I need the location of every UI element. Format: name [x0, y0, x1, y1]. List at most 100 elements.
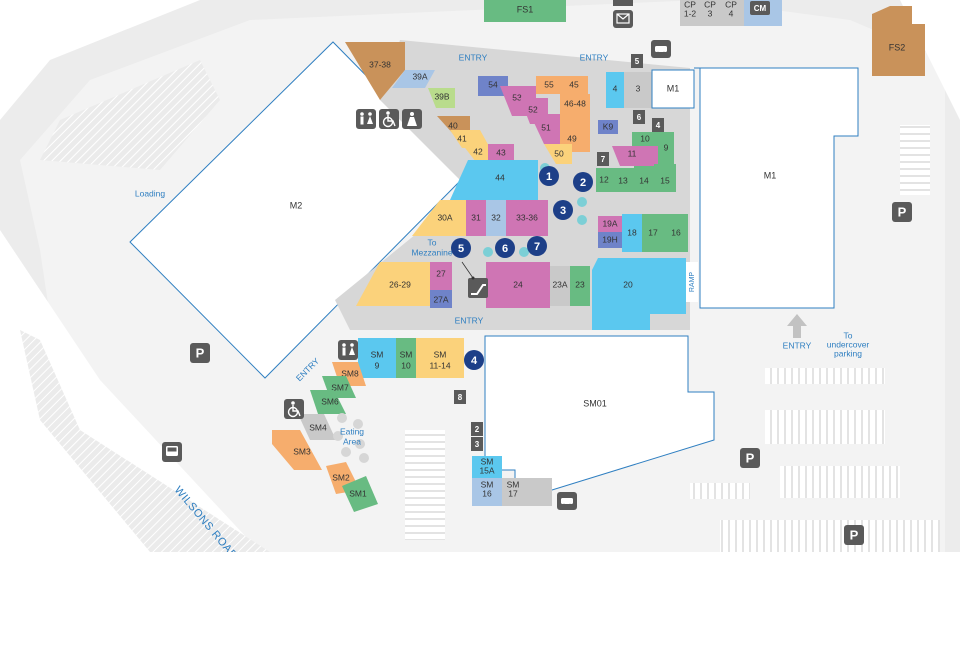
unit-label: 16 [482, 488, 492, 498]
marker-7[interactable]: 7 [527, 236, 547, 256]
unit-14[interactable] [634, 166, 654, 192]
marker-label: 6 [502, 243, 508, 255]
parking-icon[interactable]: P [892, 202, 912, 222]
entry-label: ENTRY [783, 340, 812, 350]
unit-label: 32 [491, 212, 501, 222]
unit-23a[interactable] [550, 266, 570, 306]
lift-sign-label: 6 [637, 113, 642, 122]
unit-sm-11-14[interactable] [416, 338, 464, 378]
unit-23[interactable] [570, 266, 590, 306]
fs2-label: FS2 [889, 42, 906, 52]
unit-27[interactable] [430, 262, 452, 290]
unit-19h[interactable] [598, 232, 622, 248]
unit-9[interactable] [658, 132, 674, 164]
unit-16[interactable] [664, 214, 688, 252]
unit-label: 19H [602, 234, 618, 244]
unit-41[interactable] [450, 130, 490, 148]
unit-sm-9[interactable] [358, 338, 396, 378]
to-mezzanine-label: Mezzanine [411, 247, 452, 257]
unit-sm-15a[interactable] [472, 456, 502, 478]
unit-fs1[interactable] [484, 0, 566, 22]
unit-20[interactable] [592, 258, 686, 330]
unit-label: 23A [552, 279, 567, 289]
parking-icon[interactable]: P [190, 343, 210, 363]
unit-label: 20 [623, 279, 633, 289]
unit-label: 9 [375, 360, 380, 370]
sign-icon [613, 0, 633, 6]
unit-m1[interactable] [694, 67, 859, 309]
unit-30a[interactable] [412, 200, 466, 236]
unit-sm-10[interactable] [396, 338, 416, 378]
unit-19a[interactable] [598, 216, 622, 232]
unit-label: SM7 [331, 382, 349, 392]
unit-37-38[interactable] [345, 42, 405, 100]
unit-39a[interactable] [392, 70, 435, 88]
unit-k9[interactable] [598, 120, 618, 134]
unit-13[interactable] [612, 168, 634, 192]
unit-42[interactable] [462, 144, 496, 162]
unit-label: 42 [473, 146, 483, 156]
unit-46-48[interactable] [560, 94, 590, 124]
lift-sign-label: 8 [458, 393, 463, 402]
unit-label: 3 [636, 83, 641, 93]
marker-label: 2 [580, 177, 586, 189]
marker-4[interactable]: 4 [464, 350, 484, 370]
unit-26-29[interactable] [356, 262, 430, 306]
unit-label: SM1 [349, 488, 367, 498]
unit-label: 10 [640, 133, 650, 143]
marker-1[interactable]: 1 [539, 166, 559, 186]
unit-32[interactable] [486, 200, 506, 236]
unit-50[interactable] [544, 144, 572, 164]
unit-11[interactable] [612, 146, 658, 166]
unit-m1-annex[interactable] [651, 69, 695, 109]
unit-label: 24 [513, 279, 523, 289]
unit-24[interactable] [486, 262, 550, 308]
unit-sm6[interactable] [310, 390, 346, 414]
unit-27a[interactable] [430, 290, 452, 308]
entry-arrow-icon [787, 314, 807, 338]
unit-sm1[interactable] [342, 476, 378, 512]
unit-sm-17[interactable] [502, 478, 552, 506]
svg-text:P: P [746, 450, 755, 465]
unit-4[interactable] [606, 72, 624, 108]
parking-icon[interactable]: P [740, 448, 760, 468]
unit-31[interactable] [466, 200, 486, 236]
unit-55[interactable] [536, 76, 560, 94]
unit-label: 52 [528, 104, 538, 114]
unit-51[interactable] [530, 114, 560, 144]
unit-44[interactable] [450, 160, 538, 200]
unit-label: SM6 [321, 396, 339, 406]
lift-sign-icon: 7 [597, 152, 609, 166]
loading-label: Loading [135, 188, 166, 198]
unit-fs2[interactable] [872, 6, 925, 76]
unit-33-36[interactable] [506, 200, 548, 236]
unit-label: SM [400, 349, 413, 359]
cp-number: 4 [729, 8, 734, 18]
unit-sm-16[interactable] [472, 478, 502, 506]
marker-5[interactable]: 5 [451, 238, 471, 258]
unit-3[interactable] [624, 72, 652, 108]
ramp-label: RAMP [689, 272, 696, 293]
unit-label: 18 [627, 227, 637, 237]
unit-39b[interactable] [428, 88, 455, 108]
unit-17[interactable] [642, 214, 664, 252]
accessible-icon [379, 109, 399, 129]
unit-54[interactable] [478, 76, 508, 96]
marker-6[interactable]: 6 [495, 238, 515, 258]
entry-label: ENTRY [459, 52, 488, 62]
unit-12[interactable] [596, 168, 612, 192]
marker-3[interactable]: 3 [553, 200, 573, 220]
unit-15[interactable] [654, 164, 676, 192]
marker-2[interactable]: 2 [573, 172, 593, 192]
unit-10[interactable] [632, 132, 658, 146]
unit-sm3[interactable] [272, 430, 322, 470]
unit-sm4[interactable] [298, 414, 336, 440]
entry-label: ENTRY [580, 52, 609, 62]
parking-icon[interactable]: P [844, 525, 864, 545]
unit-45[interactable] [560, 76, 588, 94]
unit-label: SM3 [293, 446, 311, 456]
to-undercover-label: To [844, 330, 853, 340]
unit-43[interactable] [488, 144, 514, 162]
cp-label: CP [725, 0, 737, 9]
unit-18[interactable] [622, 214, 642, 252]
